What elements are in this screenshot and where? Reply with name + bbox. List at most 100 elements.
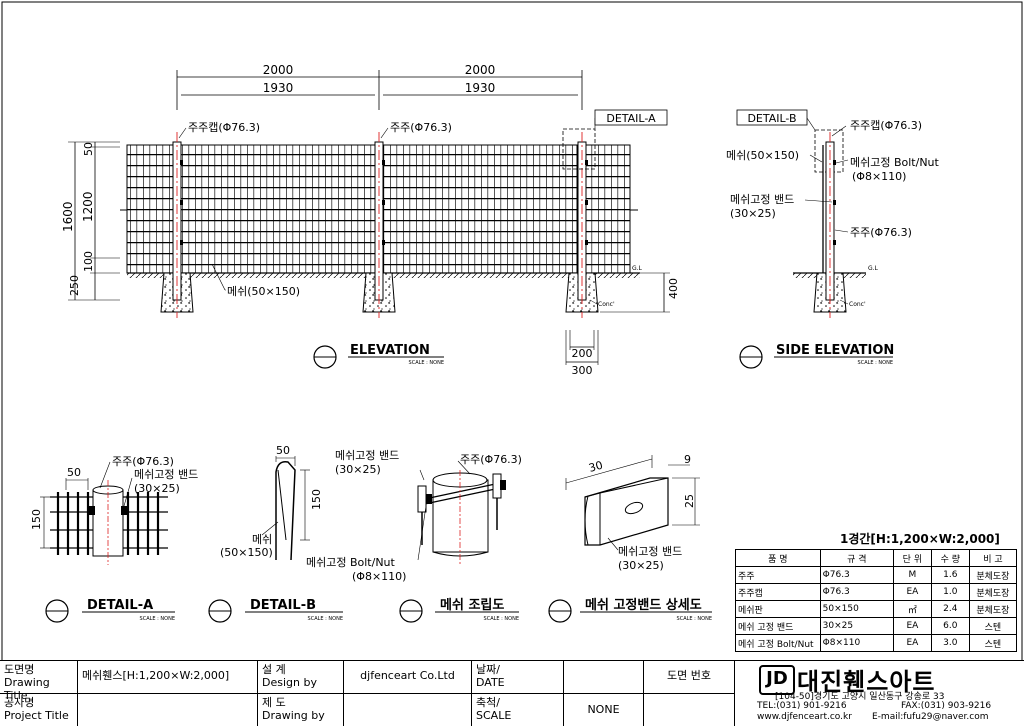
dim-1930-left: 1930: [263, 81, 294, 95]
date-value: [564, 661, 644, 694]
assembly-bolt-label: 메쉬고정 Bolt/Nut: [306, 556, 396, 569]
table-cell: ㎡: [892, 600, 932, 618]
label-en: Drawing Title: [4, 676, 50, 702]
detail-b-scale: SCALE : NONE: [308, 616, 343, 622]
company-name: 대진휀스아트: [797, 668, 936, 696]
dim-2000-right: 2000: [465, 63, 496, 77]
table-cell: 50×150: [819, 600, 894, 618]
assembly-band-size: (30×25): [335, 463, 381, 476]
side-bolt-size: (Φ8×110): [852, 170, 906, 183]
band-detail-view: 30 9 25 메쉬고정 밴드 (30×25) 메쉬 고정밴드 상세도 SCAL…: [548, 453, 712, 623]
drawing-canvas: 2000 2000 1930 1930 G.L: [1, 1, 1023, 660]
table-row: 주주캡 Φ76.3 EA 1.0 분체도장: [735, 583, 1018, 601]
side-gl-label: G.L: [868, 265, 879, 272]
label-en: Drawing by: [262, 709, 325, 722]
table-cell: 1.6: [930, 566, 970, 584]
mesh-assembly-view: 메쉬고정 밴드 (30×25) 주주(Φ76.3) 메쉬고정 Bolt/Nut …: [306, 449, 522, 623]
table-cell: 주주: [735, 566, 821, 584]
table-cell: Φ8×110: [819, 634, 894, 652]
table-row: 메쉬판 50×150 ㎡ 2.4 분체도장: [735, 600, 1018, 618]
table-cell: 메쉬판: [735, 600, 821, 618]
label-kr: 제 도: [262, 696, 286, 709]
post-cap-label-1: 주주캡(Φ76.3): [188, 121, 260, 134]
label-kr: 설 계: [262, 663, 286, 676]
drawn-by-label: 제 도 Drawing by: [258, 694, 344, 726]
detail-a-scale: SCALE : NONE: [140, 616, 175, 622]
dim-200: 200: [572, 347, 593, 360]
date-label: 날짜/ DATE: [472, 661, 564, 694]
side-post-label: 주주(Φ76.3): [850, 226, 912, 239]
dim-100: 100: [82, 251, 95, 272]
header-cell: 품 명: [735, 549, 821, 567]
dim-50: 50: [82, 142, 95, 156]
band-detail-size: (30×25): [618, 559, 664, 572]
detail-a-dim-150: 150: [30, 509, 43, 530]
label-kr: 도면명: [4, 663, 35, 676]
table-row: 메쉬 고정 Bolt/Nut Φ8×110 EA 3.0 스텐: [735, 634, 1018, 652]
dim-2000-left: 2000: [263, 63, 294, 77]
table-cell: 메쉬 고정 Bolt/Nut: [735, 634, 821, 652]
band-dim-9: 9: [684, 453, 691, 466]
elevation-view: 2000 2000 1930 1930 G.L: [61, 63, 680, 377]
label-en: DATE: [476, 676, 505, 689]
detail-a-title: DETAIL-A: [87, 598, 153, 613]
side-mesh-label: 메쉬(50×150): [726, 149, 799, 162]
header-cell: 규 격: [819, 549, 894, 567]
company-info: JD 대진휀스아트 [104-50]경기도 고양시 일산동구 강송로 33 TE…: [735, 661, 1024, 726]
table-cell: M: [892, 566, 932, 584]
company-website[interactable]: www.djfenceart.co.kr: [757, 712, 852, 722]
mesh-assembly-title: 메쉬 조립도: [440, 598, 504, 613]
header-cell: 비 고: [968, 549, 1018, 567]
assembly-post-label: 주주(Φ76.3): [460, 453, 522, 466]
label-en: Design by: [262, 676, 317, 689]
band-detail-label: 메쉬고정 밴드: [618, 545, 682, 558]
table-cell: 분체도장: [968, 583, 1018, 601]
mesh-panel: [382, 144, 578, 274]
conc-label: Conc': [598, 301, 615, 308]
dim-300: 300: [572, 364, 593, 377]
detail-b-dim-150: 150: [310, 489, 323, 510]
dim-400: 400: [667, 278, 680, 299]
table-cell: Φ76.3: [819, 583, 894, 601]
side-band-label: 메쉬고정 밴드: [730, 193, 794, 206]
side-cap-label: 주주캡(Φ76.3): [850, 119, 922, 132]
band-dim-25: 25: [683, 494, 696, 508]
quantity-table: 품 명 규 격 단 위 수 량 비 고 주주 Φ76.3 M 1.6 분체도장 …: [735, 549, 1018, 652]
drawing-title-label: 도면명 Drawing Title: [0, 661, 78, 702]
detail-a-band-size: (30×25): [134, 482, 180, 495]
table-cell: 스텐: [968, 617, 1018, 635]
label-en: Project Title: [4, 709, 69, 722]
side-elevation-title: SIDE ELEVATION: [776, 343, 894, 358]
table-cell: 분체도장: [968, 566, 1018, 584]
design-value: djfenceart Co.Ltd: [344, 661, 472, 694]
header-cell: 단 위: [892, 549, 932, 567]
project-title-value: [78, 694, 258, 726]
mesh-label: 메쉬(50×150): [227, 285, 300, 298]
detail-b-tag: DETAIL-B: [747, 112, 796, 125]
band-dim-30: 30: [587, 459, 604, 475]
detail-b-view: 50 150 메쉬 (50×150) DETAIL-B SCALE : NONE: [208, 444, 343, 623]
post-label-2: 주주(Φ76.3): [390, 121, 452, 134]
table-cell: EA: [892, 634, 932, 652]
table-cell: EA: [892, 617, 932, 635]
table-cell: 분체도장: [968, 600, 1018, 618]
assembly-bolt-size: (Φ8×110): [352, 570, 406, 583]
table-cell: 메쉬 고정 밴드: [735, 617, 821, 635]
label-kr: 축척/: [476, 696, 500, 709]
title-block: 도면명 Drawing Title 메쉬휀스[H:1,200×W:2,000] …: [0, 660, 1024, 726]
scale-label: 축척/ SCALE: [472, 694, 564, 726]
table-cell: 주주캡: [735, 583, 821, 601]
dim-1200: 1200: [81, 191, 95, 222]
table-cell: EA: [892, 583, 932, 601]
table-cell: 스텐: [968, 634, 1018, 652]
detail-a-band-label: 메쉬고정 밴드: [134, 468, 198, 481]
table-cell: 2.4: [930, 600, 970, 618]
company-email[interactable]: E-mail:fufu29@naver.com: [872, 712, 989, 722]
detail-a-post-label: 주주(Φ76.3): [112, 455, 174, 468]
detail-a-dim-50: 50: [67, 466, 81, 479]
mesh-panel: [585, 144, 631, 274]
design-label: 설 계 Design by: [258, 661, 344, 694]
mesh-panel: [126, 144, 178, 274]
mesh-panel: [180, 144, 376, 274]
